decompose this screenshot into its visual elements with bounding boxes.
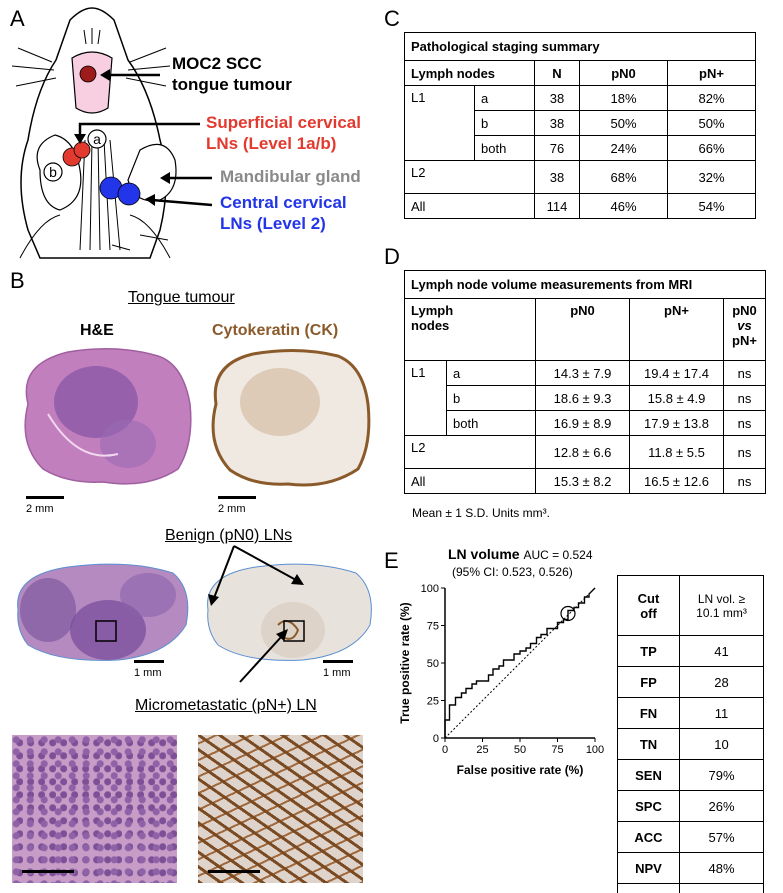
roc-cutoff-marker: [560, 605, 576, 622]
tumour-label-line1: MOC2 SCC: [172, 54, 262, 73]
roc-y-axis-label: True positive rate (%): [398, 602, 412, 723]
central-label-line2: LNs (Level 2): [220, 214, 326, 233]
superficial-label-line1: Superficial cervical: [206, 113, 361, 132]
roc-y-tick-label: 100: [421, 583, 439, 595]
panel-letter-e: E: [384, 548, 399, 573]
volume-l1-label: L1: [404, 360, 447, 436]
stats-header-lnvol: LN vol. ≥10.1 mm³: [679, 575, 764, 636]
benign-label: Benign (pN0) LNs: [165, 527, 293, 544]
scale-2mm-left-label: 2 mm: [26, 503, 54, 515]
roc-y-tick-label: 75: [427, 621, 439, 633]
volume-l2-label: L2: [404, 435, 536, 469]
panel-letter-c: C: [384, 6, 400, 31]
table-row: L2 12.8 ± 6.6 11.8 ± 5.5 ns: [404, 435, 766, 469]
staging-l2-label: L2: [404, 160, 535, 194]
staging-header-lymph: Lymph nodes: [404, 60, 535, 86]
micrometastatic-label: Micrometastatic (pN+) LN: [135, 697, 317, 714]
ck-ln-section: [207, 563, 372, 661]
scale-bar-highmag-left: [22, 870, 74, 873]
he-ln-section: [17, 563, 189, 661]
staging-table-title: Pathological staging summary: [404, 32, 756, 61]
scale-bar-1mm-left: [134, 660, 164, 663]
scale-bar-2mm-right: [218, 496, 256, 499]
central-label-line1: Central cervical: [220, 193, 347, 212]
section-arrows: [208, 545, 304, 683]
ck-tumour-section: [211, 348, 371, 487]
roc-y-tick-label: 50: [427, 658, 439, 670]
panel-letter-a: A: [10, 6, 25, 31]
volume-measurements-table: Lymph node volume measurements from MRI …: [404, 270, 766, 494]
tongue-tumour-title: Tongue tumour: [128, 289, 235, 306]
volume-all-label: All: [404, 468, 536, 494]
volume-header-pnp: pN+: [629, 298, 724, 361]
roc-x-tick-label: 0: [442, 744, 448, 756]
roc-x-tick-label: 75: [551, 744, 563, 756]
staging-l1-label: L1: [404, 85, 475, 161]
tumour-label-line2: tongue tumour: [172, 75, 292, 94]
roc-y-tick-label: 25: [427, 696, 439, 708]
node-b-label: b: [49, 164, 57, 180]
roc-reference-line: [444, 587, 596, 739]
roc-title: LN volume AUC = 0.524: [448, 546, 593, 562]
table-row: b 38 50% 50%: [405, 110, 756, 136]
roc-ci: (95% CI: 0.523, 0.526): [452, 565, 573, 579]
table-row: both 76 24% 66%: [405, 135, 756, 161]
staging-all-label: All: [404, 193, 535, 219]
table-row: L1 a 38 18% 82%: [404, 85, 756, 161]
roc-x-tick-label: 25: [476, 744, 488, 756]
scale-bar-2mm-left: [26, 496, 64, 499]
table-row: b 18.6 ± 9.3 15.8 ± 4.9 ns: [405, 385, 766, 411]
volume-header-pn0: pN0: [535, 298, 630, 361]
table-row: L1 a 14.3 ± 7.9 19.4 ± 17.4 ns: [404, 360, 766, 436]
he-label: H&E: [80, 322, 114, 339]
staging-header-n: N: [534, 60, 580, 86]
roc-x-tick-label: 100: [586, 744, 604, 756]
table-row: DOR1.3: [617, 883, 764, 893]
roc-title-bold: LN volume: [448, 546, 520, 562]
roc-auc: AUC = 0.524: [523, 548, 593, 562]
he-tumour-section: [24, 348, 192, 485]
ck-label: Cytokeratin (CK): [212, 322, 339, 339]
roc-x-axis-label: False positive rate (%): [457, 763, 584, 777]
table-row: L2 38 68% 32%: [404, 160, 756, 194]
staging-header-pn0: pN0: [579, 60, 668, 86]
mandibular-label: Mandibular gland: [220, 167, 361, 186]
mouse-anatomy-diagram: a b: [11, 7, 213, 259]
roc-chart: 0 25 50 75 100 0 25 50 75 100 False positive rate…: [398, 583, 604, 777]
volume-footnote: Mean ± 1 S.D. Units mm³.: [412, 506, 550, 520]
scale-2mm-right-label: 2 mm: [218, 503, 246, 515]
roc-curve: [444, 587, 596, 738]
tumour-marker: [79, 65, 97, 83]
roc-y-tick-label: 0: [433, 733, 439, 745]
node-a-label: a: [93, 131, 101, 147]
volume-table-title: Lymph node volume measurements from MRI: [404, 270, 766, 299]
he-highmag-image: [12, 735, 177, 883]
panel-letter-b: B: [10, 268, 25, 293]
table-row: both 16.9 ± 8.9 17.9 ± 13.8 ns: [405, 410, 766, 436]
panel-letter-d: D: [384, 244, 400, 269]
staging-header-pnp: pN+: [667, 60, 756, 86]
table-row: All 114 46% 54%: [404, 193, 756, 219]
roc-x-tick-label: 50: [514, 744, 526, 756]
scale-bar-highmag-right: [208, 870, 260, 873]
scale-1mm-right-label: 1 mm: [323, 667, 351, 679]
table-row: All 15.3 ± 8.2 16.5 ± 12.6 ns: [404, 468, 766, 494]
scale-1mm-left-label: 1 mm: [134, 667, 162, 679]
ck-highmag-image: [198, 735, 363, 883]
scale-bar-1mm-right: [323, 660, 353, 663]
superficial-label-line2: LNs (Level 1a/b): [206, 134, 337, 153]
staging-summary-table: Pathological staging summary Lymph nodes…: [404, 32, 756, 219]
